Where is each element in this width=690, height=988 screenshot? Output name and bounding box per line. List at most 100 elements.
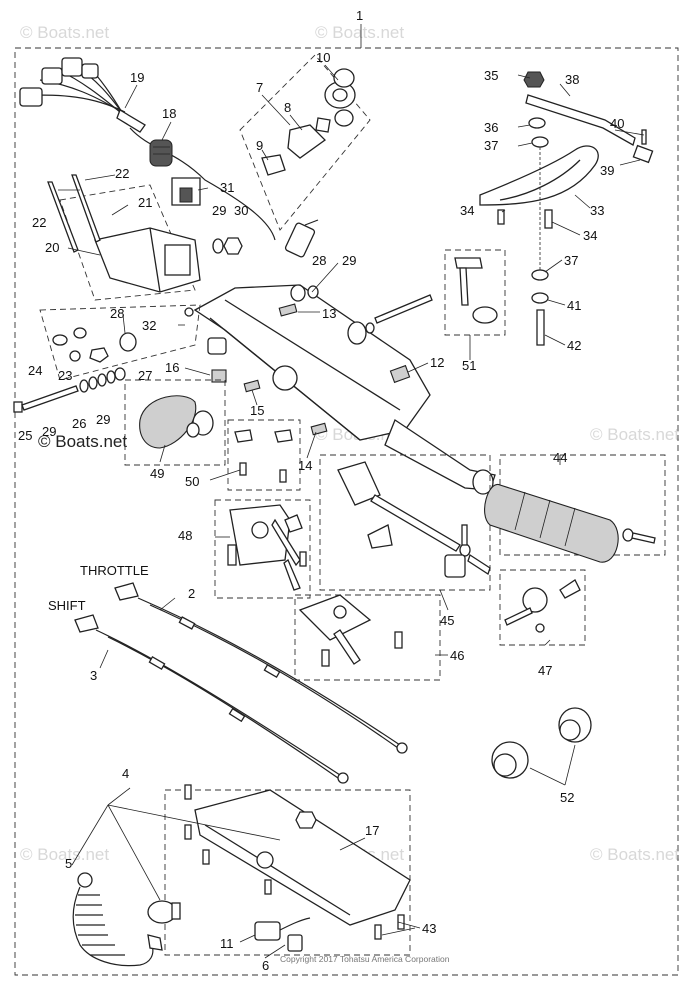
callout-23: 23 xyxy=(58,368,72,383)
callout-39: 39 xyxy=(600,163,614,178)
callout-34b: 34 xyxy=(583,228,597,243)
callout-29b: 29 xyxy=(342,253,356,268)
throttle-grip xyxy=(484,484,656,563)
friction-adjuster xyxy=(504,579,581,633)
callout-43: 43 xyxy=(422,921,436,936)
watermark: © Boats.net xyxy=(590,845,679,864)
callout-22b: 22 xyxy=(32,215,46,230)
callout-12: 12 xyxy=(430,355,444,370)
callout-20: 20 xyxy=(45,240,59,255)
callout-3: 3 xyxy=(90,668,97,683)
callout-41: 41 xyxy=(567,298,581,313)
shift-mechanism xyxy=(298,594,403,667)
steering-bracket xyxy=(47,174,201,293)
callout-9: 9 xyxy=(256,138,263,153)
callout-42: 42 xyxy=(567,338,581,353)
washers-23-24 xyxy=(52,327,109,363)
callout-33: 33 xyxy=(590,203,604,218)
callout-36: 36 xyxy=(484,120,498,135)
callout-28b: 28 xyxy=(312,253,326,268)
callout-45: 45 xyxy=(440,613,454,628)
callout-37b: 37 xyxy=(564,253,578,268)
throttle-cable xyxy=(114,582,408,754)
callout-14: 14 xyxy=(298,458,312,473)
callout-28a: 28 xyxy=(110,306,124,321)
throttle-shaft xyxy=(337,461,491,578)
callout-4: 4 xyxy=(122,766,129,781)
callout-13: 13 xyxy=(322,306,336,321)
plate-clips xyxy=(234,429,293,483)
lower-cover xyxy=(184,784,411,940)
callout-49: 49 xyxy=(150,466,164,481)
callout-5: 5 xyxy=(65,856,72,871)
washers-29-30 xyxy=(212,237,243,255)
callout-24: 24 xyxy=(28,363,42,378)
callout-16: 16 xyxy=(165,360,179,375)
wire-harness xyxy=(19,57,276,241)
callout-34a: 34 xyxy=(460,203,474,218)
callout-19: 19 xyxy=(130,70,144,85)
copyright-notice: Copyright 2017 Tohatsu America Corporati… xyxy=(280,954,450,964)
shift-label: SHIFT xyxy=(48,598,86,613)
bushing-28-left xyxy=(119,307,194,352)
callout-1: 1 xyxy=(356,8,363,23)
switches-bottom xyxy=(254,917,311,952)
callout-47: 47 xyxy=(538,663,552,678)
stop-switch-cap xyxy=(147,900,181,924)
watermark-strong: © Boats.net xyxy=(38,432,127,451)
assembly-frame xyxy=(14,47,679,976)
callout-50: 50 xyxy=(185,474,199,489)
callout-10: 10 xyxy=(316,50,330,65)
bushing xyxy=(171,177,201,206)
bolt-42-rod xyxy=(347,294,433,345)
lanyard xyxy=(72,872,163,967)
switch-lever xyxy=(287,117,331,159)
callout-31: 31 xyxy=(220,180,234,195)
bolt-25 xyxy=(13,367,126,413)
throttle-label: THROTTLE xyxy=(80,563,149,578)
watermark: © Boats.net xyxy=(315,23,404,42)
callout-21: 21 xyxy=(138,195,152,210)
callout-26: 26 xyxy=(72,416,86,431)
callout-2: 2 xyxy=(188,586,195,601)
callout-18: 18 xyxy=(162,106,176,121)
friction-knob xyxy=(139,395,214,449)
callout-38: 38 xyxy=(565,72,579,87)
callout-29d: 29 xyxy=(96,412,110,427)
callout-51: 51 xyxy=(462,358,476,373)
callout-22a: 22 xyxy=(115,166,129,181)
callout-8: 8 xyxy=(284,100,291,115)
callout-11: 11 xyxy=(220,936,234,951)
watermark: © Boats.net xyxy=(20,845,109,864)
callout-25: 25 xyxy=(18,428,32,443)
throttle-mechanism xyxy=(227,504,307,591)
connector-28 xyxy=(284,219,319,258)
callout-44: 44 xyxy=(553,450,567,465)
callout-29c: 29 xyxy=(42,424,56,439)
callout-35: 35 xyxy=(484,68,498,83)
switch-knob xyxy=(261,154,286,176)
washer-29-28 xyxy=(290,284,319,302)
stopper-plate xyxy=(523,71,654,164)
bracket-51 xyxy=(454,257,498,324)
callout-48: 48 xyxy=(178,528,192,543)
callout-37a: 37 xyxy=(484,138,498,153)
bolt-42 xyxy=(531,269,549,346)
callout-17: 17 xyxy=(365,823,379,838)
steering-stopper xyxy=(479,145,599,229)
callout-52: 52 xyxy=(560,790,574,805)
knobs xyxy=(491,707,592,779)
watermark: © Boats.net xyxy=(590,425,679,444)
callout-30: 30 xyxy=(234,203,248,218)
grommet xyxy=(149,139,173,167)
watermark: © Boats.net xyxy=(20,23,109,42)
callout-46: 46 xyxy=(450,648,464,663)
callout-6: 6 xyxy=(262,958,269,973)
callout-27: 27 xyxy=(138,368,152,383)
stop-switch xyxy=(324,68,356,127)
tiller-handle xyxy=(193,284,496,495)
callout-40: 40 xyxy=(610,116,624,131)
callout-7: 7 xyxy=(256,80,263,95)
callout-29a: 29 xyxy=(212,203,226,218)
